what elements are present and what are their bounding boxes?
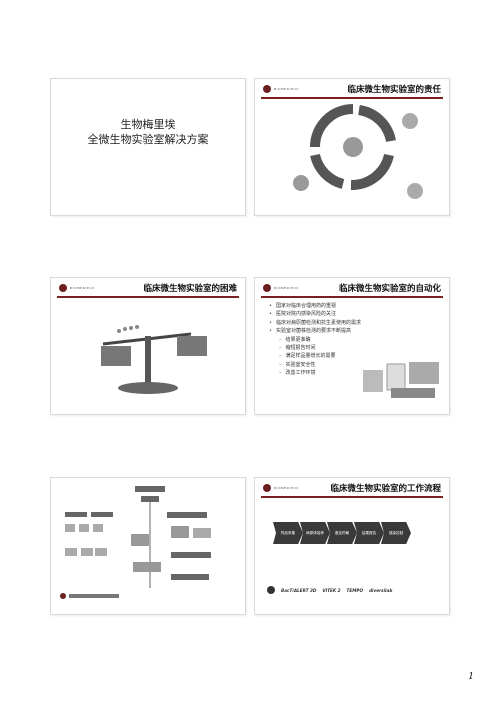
logo: BIOMÉRIEUX [263, 284, 299, 292]
workflow-step: 结果报告 [354, 522, 384, 544]
bullet-item: 临床对病原菌检测和抗生素使用的需求 [269, 319, 361, 327]
logo-mark [263, 484, 271, 492]
slide-4[interactable]: BIOMÉRIEUX 临床微生物实验室的自动化 国家对临床合理用药的重视 医院对… [254, 277, 450, 415]
slide-6-title: 临床微生物实验室的工作流程 [330, 484, 441, 494]
workflow-arrows: 样品采集 病原体培养 鉴定药敏 结果报告 感染控制 [273, 522, 411, 544]
product-brands: BacT/ALERT 3D VITEK 2 TEMPO diversilab [267, 586, 392, 594]
bullet-item: 国家对临床合理用药的重视 [269, 302, 361, 310]
brand-name: diversilab [369, 587, 393, 593]
slide-6[interactable]: BIOMÉRIEUX 临床微生物实验室的工作流程 样品采集 病原体培养 鉴定药敏… [254, 477, 450, 615]
brand-name: BacT/ALERT 3D [281, 587, 317, 593]
title-rule [261, 296, 443, 298]
sub-bullet-item: 结果更准确 [269, 336, 361, 344]
lab-workflow-diagram [60, 486, 211, 599]
logo: BIOMÉRIEUX [263, 85, 299, 93]
slide-1-title: 生物梅里埃 全微生物实验室解决方案 [87, 118, 209, 146]
slide-3[interactable]: BIOMÉRIEUX 临床微生物实验室的困难 [50, 277, 246, 415]
slide-3-title: 临床微生物实验室的困难 [143, 284, 237, 294]
title-rule [261, 97, 443, 99]
logo-mark [59, 284, 67, 292]
slide-4-title: 临床微生物实验室的自动化 [338, 284, 441, 294]
responsibility-cycle-diagram [293, 104, 423, 199]
workflow-step: 感染控制 [381, 522, 411, 544]
logo-mark [263, 284, 271, 292]
title-rule [57, 296, 239, 298]
brand-name: TEMPO [346, 587, 364, 593]
bullet-item: 实验室对菌株检测的要求不断提高 [269, 327, 361, 335]
sub-bullet-item: 实验室安全性 [269, 361, 361, 369]
sub-bullet-item: 改善工作环境 [269, 369, 361, 377]
workflow-step: 样品采集 [273, 522, 303, 544]
lab-instruments-image [363, 362, 439, 398]
workflow-step: 鉴定药敏 [327, 522, 357, 544]
workflow-step: 病原体培养 [300, 522, 330, 544]
sub-bullet-item: 缩短报告时间 [269, 344, 361, 352]
bullet-item: 医院对院内感染风险的关注 [269, 310, 361, 318]
title-rule [261, 496, 443, 498]
slide-5[interactable] [50, 477, 246, 615]
sub-bullet-item: 满足样品量增长的需要 [269, 352, 361, 360]
balance-scale-icon [101, 325, 207, 394]
brand-logo-icon [267, 586, 275, 594]
slide-2-title: 临床微生物实验室的责任 [347, 85, 441, 95]
slide-2[interactable]: BIOMÉRIEUX 临床微生物实验室的责任 [254, 78, 450, 216]
brand-name: VITEK 2 [322, 587, 341, 593]
bullet-list: 国家对临床合理用药的重视 医院对院内感染风险的关注 临床对病原菌检测和抗生素使用… [269, 302, 361, 378]
logo: BIOMÉRIEUX [59, 284, 95, 292]
logo: BIOMÉRIEUX [263, 484, 299, 492]
page-number: 1 [468, 672, 474, 682]
logo-mark [263, 85, 271, 93]
slide-1[interactable]: 生物梅里埃 全微生物实验室解决方案 [50, 78, 246, 216]
